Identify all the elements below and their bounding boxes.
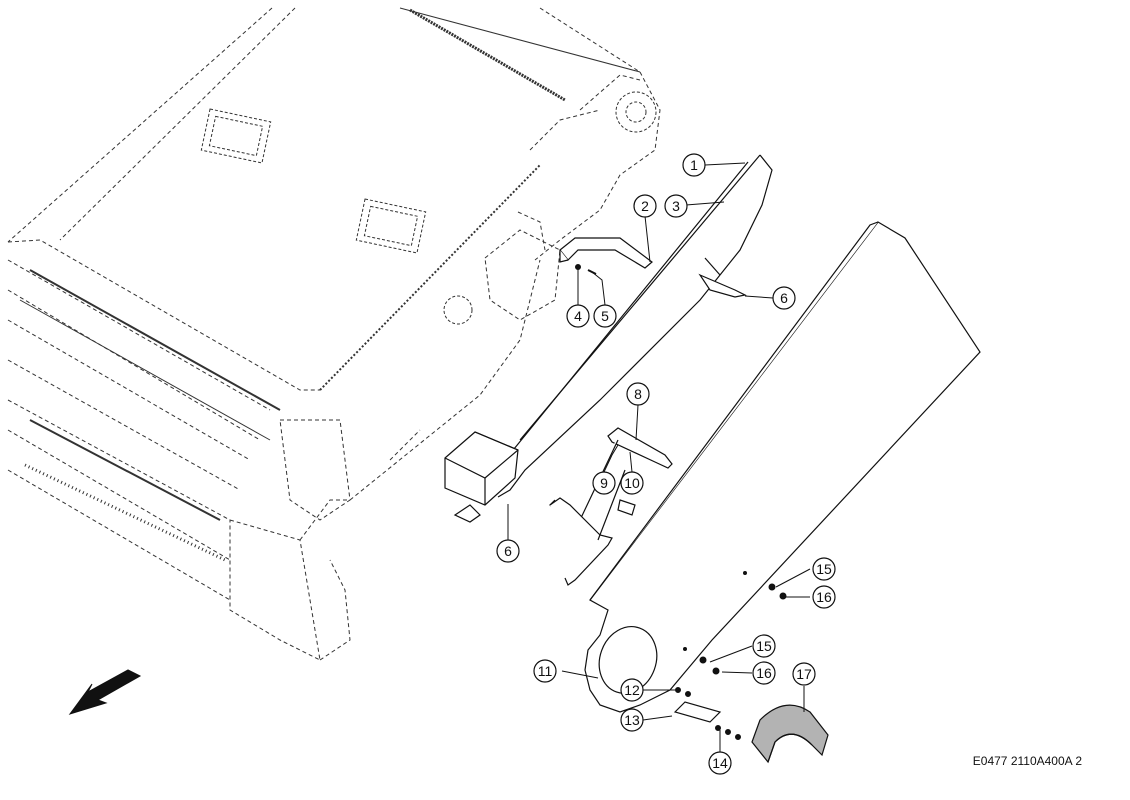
callout-leaders: [507, 162, 811, 752]
callout-label: 11: [538, 663, 553, 679]
small-fasteners-lower: [675, 571, 787, 740]
callout-label: 1: [690, 157, 698, 173]
callout-label: 9: [600, 475, 608, 491]
callout-circle: [664, 194, 688, 218]
callout-15: 15: [812, 557, 836, 581]
part-11-side-shield: [584, 221, 981, 713]
callout-16: 16: [752, 661, 776, 685]
reference-code: E0477 2110A400A 2: [972, 754, 1082, 768]
callout-label: 16: [756, 665, 772, 681]
callout-circle: [620, 471, 644, 495]
callout-circle: [620, 678, 644, 702]
callout-label: 5: [601, 308, 609, 324]
callout-2: 2: [633, 194, 657, 218]
callout-label: 14: [712, 755, 728, 771]
callout-circle: [812, 557, 836, 581]
callout-circle: [772, 286, 796, 310]
callout-label: 13: [624, 712, 640, 728]
part-8-mounting-bracket: [549, 427, 673, 586]
callout-17: 17: [792, 662, 816, 686]
callout-11: 11: [533, 659, 557, 683]
callout-circle: [812, 585, 836, 609]
callout-label: 6: [780, 290, 788, 306]
callout-circle: [593, 304, 617, 328]
callout-circle: [566, 304, 590, 328]
callout-1: 1: [682, 153, 706, 177]
callout-label: 17: [796, 666, 812, 682]
callout-15: 15: [752, 634, 776, 658]
callout-circle: [752, 661, 776, 685]
callout-label: 12: [624, 682, 640, 698]
callout-12: 12: [620, 678, 644, 702]
callout-circle: [592, 471, 616, 495]
callout-9: 9: [592, 471, 616, 495]
callout-circle: [533, 659, 557, 683]
callout-circle: [682, 153, 706, 177]
machine-housing: [7, 7, 661, 661]
callout-label: 16: [816, 589, 832, 605]
callout-8: 8: [626, 382, 650, 406]
part-17-arch-guard: [751, 704, 829, 764]
part-13-plate: [673, 701, 722, 723]
callout-circle: [752, 634, 776, 658]
part-3-guard-tube: [444, 154, 773, 523]
callout-13: 13: [620, 708, 644, 732]
callout-label: 3: [672, 198, 680, 214]
callout-6: 6: [772, 286, 796, 310]
callout-3: 3: [664, 194, 688, 218]
callout-label: 4: [574, 308, 582, 324]
callout-label: 8: [634, 386, 642, 402]
callout-circle: [633, 194, 657, 218]
callout-4: 4: [566, 304, 590, 328]
callout-label: 6: [504, 543, 512, 559]
callout-circle: [496, 539, 520, 563]
callout-circle: [626, 382, 650, 406]
callout-circle: [708, 751, 732, 775]
callout-circle: [620, 708, 644, 732]
callout-10: 10: [620, 471, 644, 495]
callout-circle: [792, 662, 816, 686]
callout-5: 5: [593, 304, 617, 328]
callout-14: 14: [708, 751, 732, 775]
callout-label: 15: [756, 638, 772, 654]
callout-16: 16: [812, 585, 836, 609]
callout-label: 10: [624, 475, 640, 491]
part-2-bracket: [559, 237, 653, 269]
callout-6: 6: [496, 539, 520, 563]
callout-label: 2: [641, 198, 649, 214]
callout-label: 15: [816, 561, 832, 577]
direction-arrow-icon: [68, 669, 142, 715]
